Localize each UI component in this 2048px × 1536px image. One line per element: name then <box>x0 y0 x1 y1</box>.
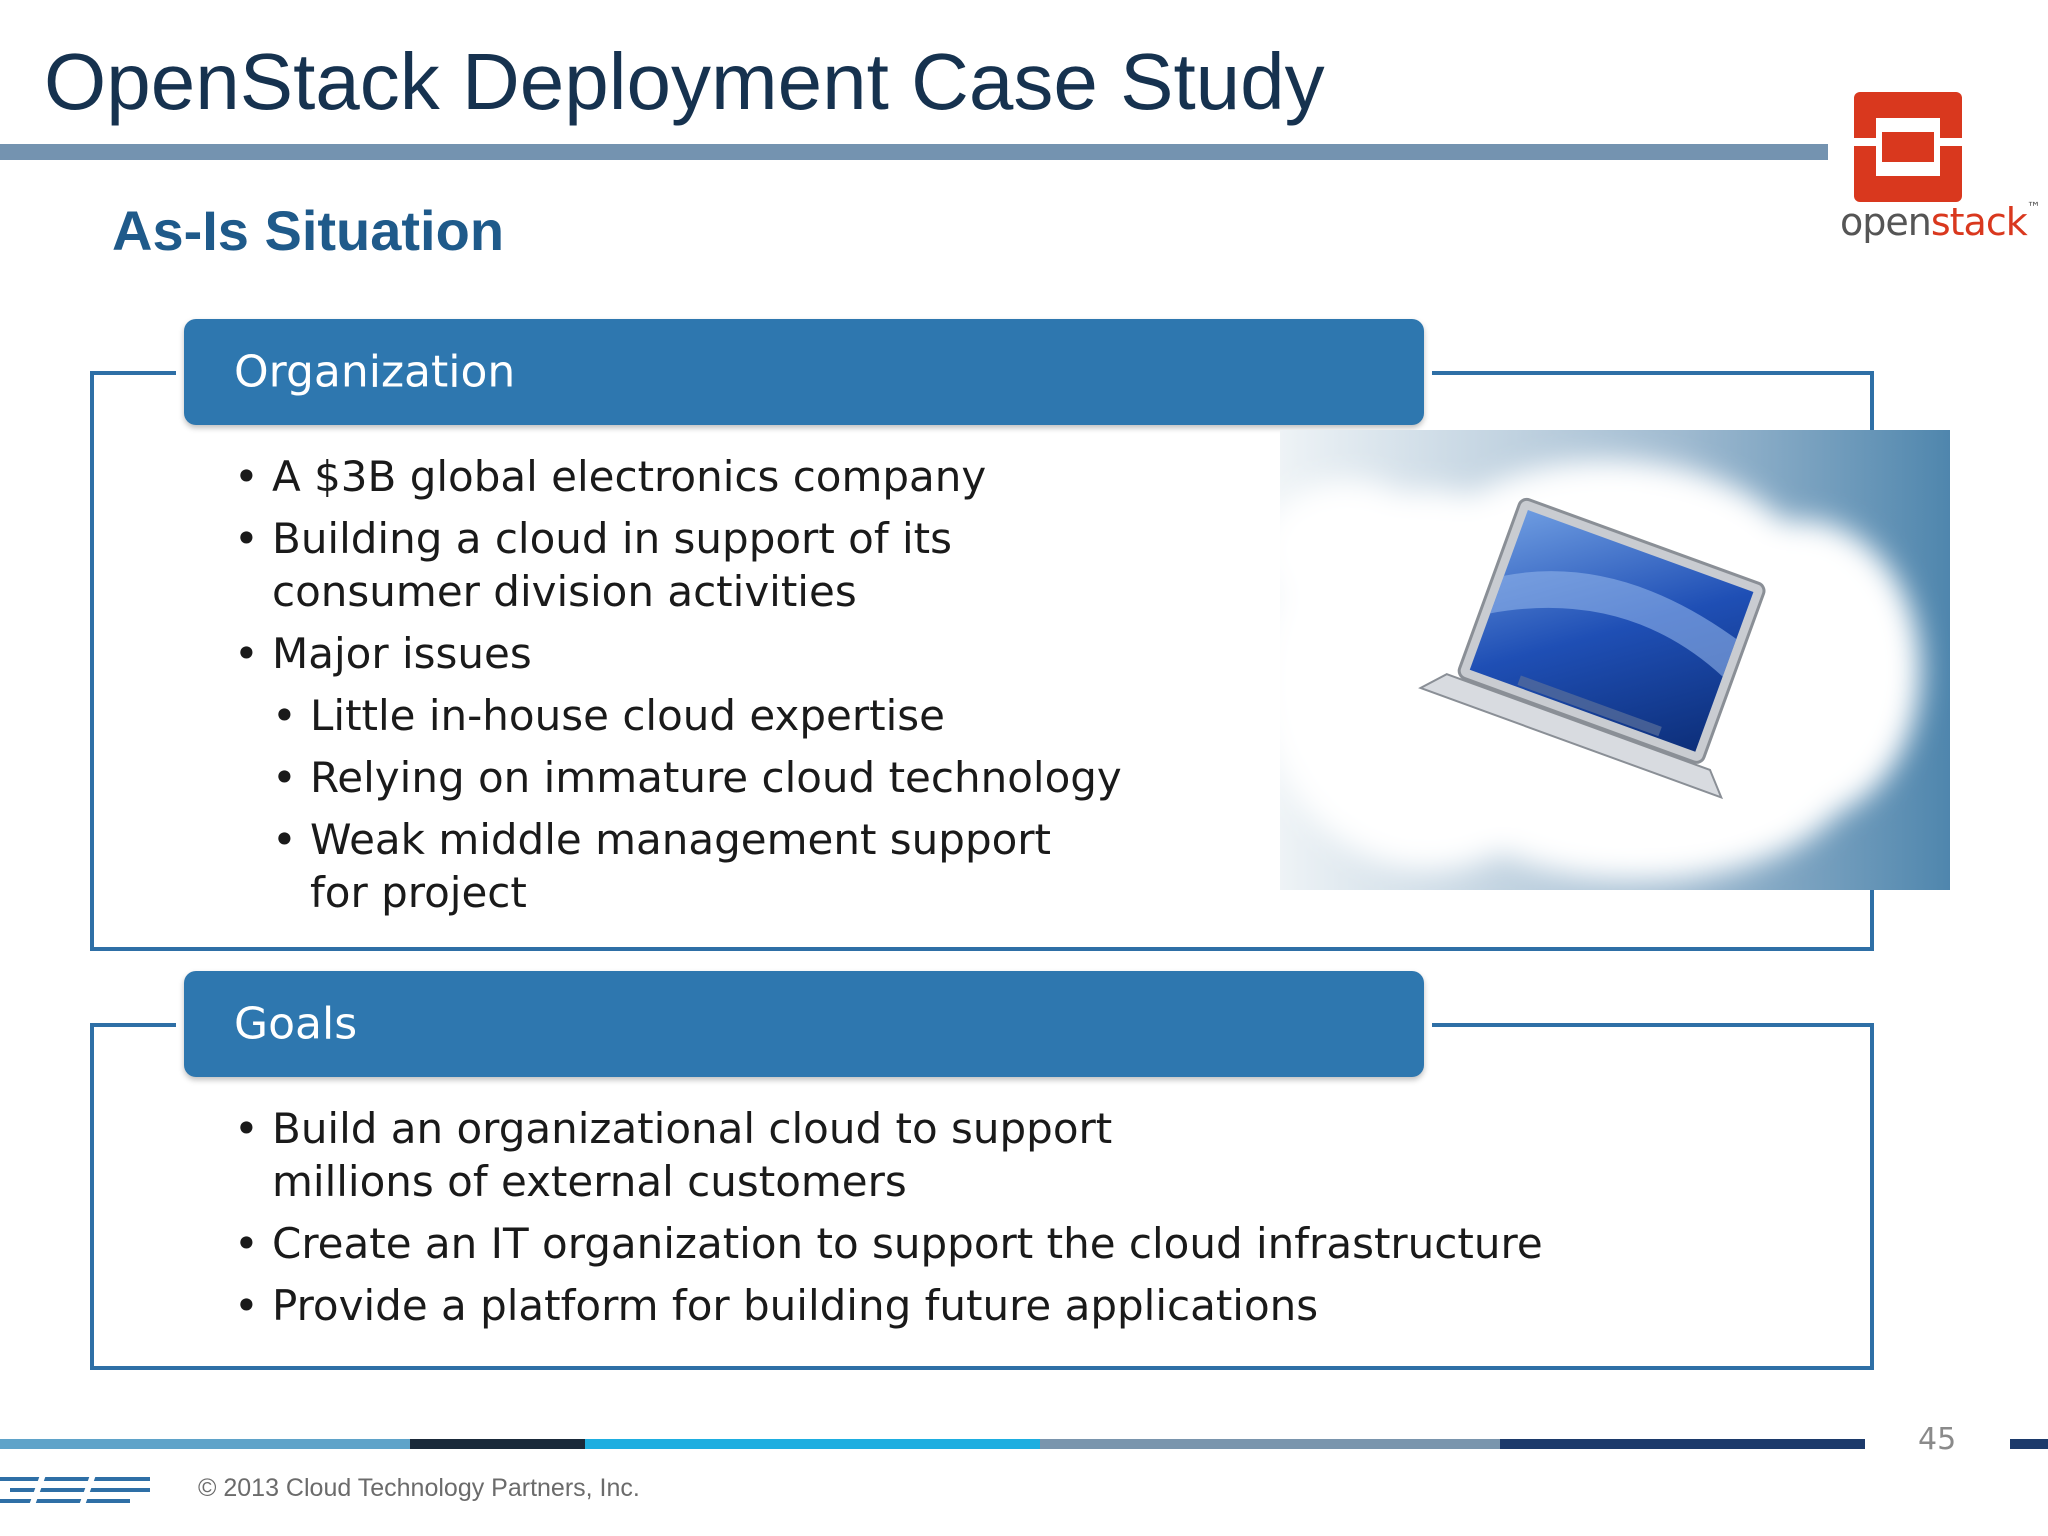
list-item: Provide a platform for building future a… <box>234 1279 1674 1332</box>
title-divider <box>0 144 1828 160</box>
goals-header: Goals <box>184 971 1424 1077</box>
copyright-text: © 2013 Cloud Technology Partners, Inc. <box>198 1474 640 1502</box>
page-number: 45 <box>1918 1422 1957 1457</box>
slide-title: OpenStack Deployment Case Study <box>44 37 1325 126</box>
list-item: Major issues <box>234 627 1234 680</box>
goals-bullets: Build an organizational cloud to support… <box>234 1102 1674 1341</box>
list-sub-item: Relying on immature cloud technology <box>272 751 1234 804</box>
organization-bullets: A $3B global electronics company Buildin… <box>234 450 1234 928</box>
goals-header-label: Goals <box>234 998 358 1050</box>
list-item: A $3B global electronics company <box>234 450 1234 503</box>
section-subtitle: As-Is Situation <box>112 199 505 262</box>
organization-header-label: Organization <box>234 346 516 398</box>
openstack-wordmark: openstack™ <box>1840 200 2041 244</box>
list-item: Building a cloud in support of its consu… <box>234 512 1152 618</box>
list-item: Build an organizational cloud to support… <box>234 1102 1272 1208</box>
laptop-in-clouds-image <box>1280 430 1950 890</box>
openstack-logo-icon <box>1854 92 1962 202</box>
organization-header: Organization <box>184 319 1424 425</box>
list-sub-item: Weak middle management support for proje… <box>272 813 1110 919</box>
list-sub-item: Little in-house cloud expertise <box>272 689 1234 742</box>
footer-color-bar <box>0 1439 2048 1449</box>
list-item: Create an IT organization to support the… <box>234 1217 1674 1270</box>
cloud-technology-partners-logo-icon <box>0 1475 150 1505</box>
